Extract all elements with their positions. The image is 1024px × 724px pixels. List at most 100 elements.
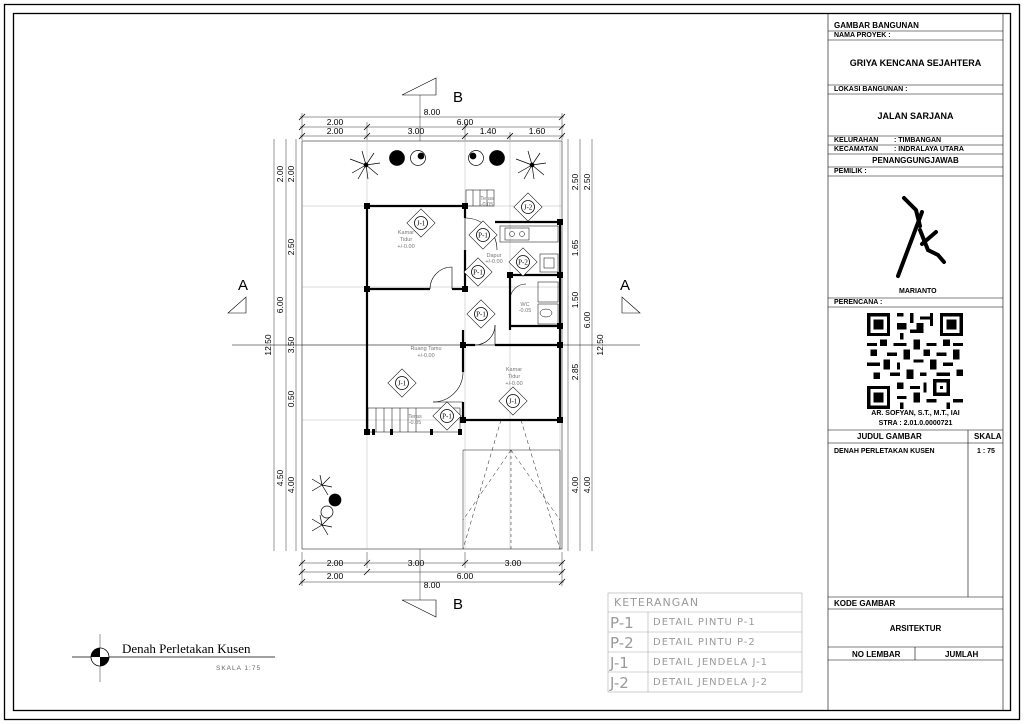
section-marker-a-right: A (620, 277, 641, 314)
tag-p1: P-1 (466, 299, 496, 329)
tb-kode: ARSITEKTUR (889, 624, 942, 633)
tb-lokasi-label: LOKASI BANGUNAN : (834, 86, 908, 93)
section-label: B (453, 89, 463, 106)
section-label: B (453, 596, 463, 613)
dimension-ticks (298, 113, 566, 586)
tag-j1: J-1 (387, 368, 417, 398)
tag-label: J-2 (524, 204, 533, 212)
inner-border (12, 12, 1012, 712)
walls (365, 204, 562, 432)
dim-text: 2.50 (570, 173, 580, 190)
palm-icon (349, 150, 381, 180)
tag-label: P-1 (478, 232, 488, 240)
tb-penanggungjawab: PENANGGUNGJAWAB (872, 156, 959, 165)
dim-text: 8.00 (424, 580, 441, 590)
tb-nama-proyek-label: NAMA PROYEK : (834, 32, 891, 39)
dim-text: 2.50 (582, 173, 592, 190)
tb-owner-name: MARIANTO (899, 288, 937, 295)
dim-text: 12.50 (595, 334, 605, 356)
room-level: +/-0.00 (417, 353, 434, 359)
tb-planner-name: AR. SOFYAN, S.T., M.T., IAI (871, 410, 960, 417)
tag-p1: P-1 (468, 220, 498, 250)
legend-desc: DETAIL PINTU P-2 (653, 637, 756, 648)
dim-text: 1.50 (570, 291, 580, 308)
floor-plan (232, 95, 640, 600)
tb-perencana-label: PERENCANA : (834, 299, 883, 306)
tag-label: J-1 (417, 220, 426, 228)
room-name: Tidur (400, 237, 412, 243)
room-level: +/-0.00 (397, 244, 414, 250)
dim-text: 2.00 (327, 117, 344, 127)
dim-text: 6.00 (582, 311, 592, 328)
tb-pemilik-label: PEMILIK : (834, 168, 867, 175)
room-level: +/-0.00 (505, 381, 522, 387)
dim-text: 2.85 (570, 363, 580, 380)
room-level: -0.05 (409, 420, 422, 426)
drawing-title: Denah Perletakan Kusen (122, 641, 251, 656)
legend-table (607, 592, 803, 693)
room-name: Teras (480, 196, 494, 202)
tb-kelurahan: : TIMBANGAN (894, 137, 942, 144)
owner-signature (896, 196, 946, 278)
dim-text: 3.50 (286, 336, 296, 353)
tag-label: P-2 (518, 259, 528, 267)
legend-code: J-1 (610, 654, 629, 672)
dim-text: 1.60 (529, 126, 546, 136)
dim-text: 3.00 (408, 126, 425, 136)
tb-judul: DENAH PERLETAKAN KUSEN (834, 448, 935, 455)
room-level: -0.05 (481, 202, 494, 208)
dim-text: 6.00 (457, 117, 474, 127)
legend-code: J-2 (610, 674, 629, 692)
tb-header: GAMBAR BANGUNAN (834, 21, 919, 30)
columns (364, 203, 563, 435)
room-name: Tidur (508, 374, 520, 380)
dim-text: 2.00 (327, 558, 344, 568)
tb-skala-label: SKALA (974, 432, 1002, 441)
tag-label: P-1 (473, 269, 483, 277)
palm-icon (311, 474, 333, 496)
room-name: Teras (408, 414, 422, 420)
section-marker-a-left: A (227, 277, 248, 314)
tag-p1: P-1 (432, 401, 462, 431)
tag-label: P-1 (442, 413, 452, 421)
room-name: Ruang Tamu (410, 346, 441, 352)
opening-tags: J-1 J-2 P-1 P-1 P-2 P-1 (387, 192, 543, 431)
tb-kecamatan-label: KECAMATAN (834, 146, 879, 153)
legend-desc: DETAIL PINTU P-1 (653, 617, 756, 628)
dimension-texts-vertical: 12.50 2.00 6.00 4.50 2.00 2.50 3.50 0.50… (263, 165, 605, 493)
dim-text: 0.50 (286, 390, 296, 407)
shrub-icon (389, 150, 505, 166)
qr-code-icon (867, 313, 963, 409)
tb-kode-label: KODE GAMBAR (834, 599, 896, 608)
title-block-frame (827, 14, 1004, 710)
dim-text: 4.00 (286, 476, 296, 493)
section-label: A (620, 277, 630, 294)
dim-text: 4.00 (570, 476, 580, 493)
tb-kecamatan: : INDRALAYA UTARA (894, 146, 964, 153)
front-terrace (367, 407, 461, 433)
tag-j1: J-1 (498, 386, 528, 416)
room-name: WC (520, 302, 529, 308)
dim-text: 4.00 (582, 476, 592, 493)
legend-desc: DETAIL JENDELA J-1 (653, 657, 769, 668)
dim-text: 4.50 (275, 469, 285, 486)
section-marker-b-top: B (401, 77, 463, 106)
tb-skala: 1 : 75 (977, 448, 995, 455)
tag-p1: P-1 (463, 257, 493, 287)
section-label: A (238, 277, 248, 294)
room-level: -0.05 (519, 308, 532, 314)
legend-code: P-2 (610, 634, 634, 652)
dim-text: 1.65 (570, 239, 580, 256)
section-marker-b-bottom: B (401, 596, 463, 618)
plants (311, 150, 547, 536)
room-name: Dapur (487, 253, 502, 259)
room-level: +/-0.00 (485, 259, 502, 265)
tag-label: P-1 (476, 311, 486, 319)
kitchen-fixtures (499, 225, 559, 325)
dim-text: 6.00 (275, 296, 285, 313)
tag-j1: J-1 (406, 208, 436, 238)
dim-text: 3.00 (505, 558, 522, 568)
dim-text: 12.50 (263, 334, 273, 356)
shrub-icon (320, 493, 342, 519)
